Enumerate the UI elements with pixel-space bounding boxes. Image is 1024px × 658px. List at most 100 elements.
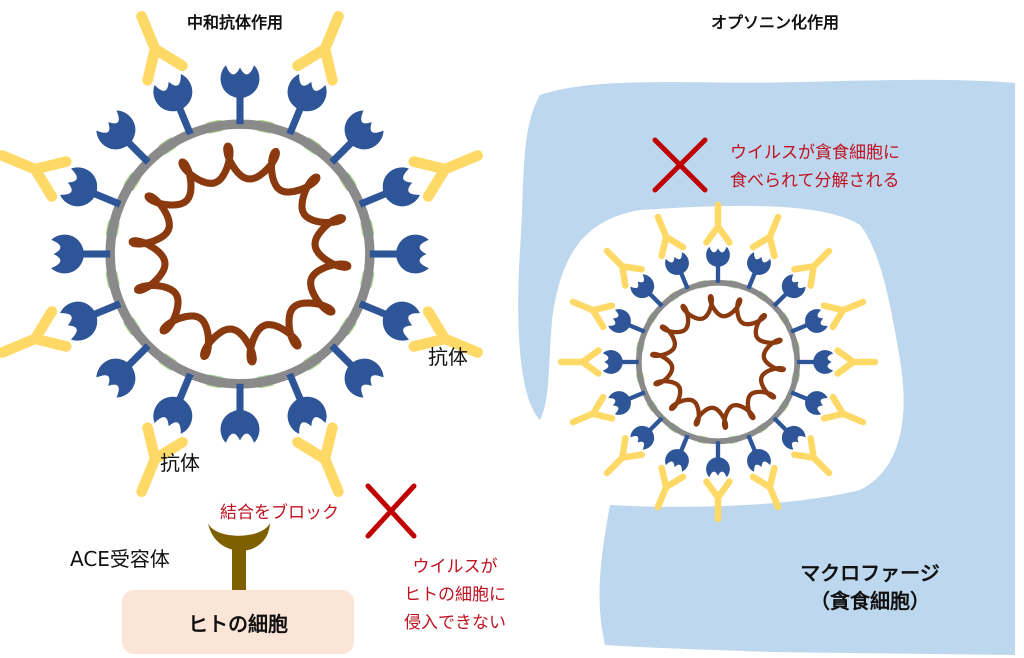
antibody-icon: [749, 464, 782, 511]
spike-head: [51, 234, 85, 274]
antibody-icon: [292, 422, 344, 497]
spike-protein-icon: [706, 246, 730, 283]
spike-protein-icon: [665, 434, 690, 472]
spike-head: [608, 391, 631, 415]
antibody-shape: [408, 306, 483, 358]
antibody-icon: [820, 393, 867, 426]
phagocytosis-cross-icon: [652, 137, 708, 193]
spike-stalk: [715, 441, 721, 463]
antibody-label-2: 抗体: [160, 451, 200, 475]
antibody-icon: [557, 347, 602, 377]
antibody-icon: [820, 298, 867, 331]
spike-head: [706, 246, 730, 267]
virus-rna: [128, 142, 352, 366]
antibody-shape: [654, 464, 687, 511]
spike-protein-icon: [220, 383, 260, 443]
spike-protein-icon: [60, 167, 122, 208]
spike-head: [96, 110, 136, 150]
spike-head: [153, 74, 193, 112]
macrophage-label-line-1: マクロファージ: [800, 561, 940, 585]
virus-envelope: [635, 279, 801, 445]
spike-protein-icon: [153, 74, 194, 136]
right-note-line-2: 食べられて分解される: [730, 171, 900, 191]
antibody-shape: [0, 150, 72, 202]
spike-head: [608, 309, 631, 333]
block-cross-icon: [365, 483, 417, 539]
spike-head: [220, 409, 260, 443]
spike-protein-icon: [220, 65, 260, 125]
spike-head: [96, 358, 136, 398]
spike-protein-icon: [608, 390, 646, 415]
spike-head: [805, 391, 828, 415]
spike-head: [706, 457, 730, 478]
spike-protein-icon: [60, 300, 122, 341]
receptor-label: ACE受容体: [70, 547, 170, 571]
spike-head: [153, 396, 193, 434]
antibody-shape: [603, 247, 645, 289]
spike-head: [344, 358, 384, 398]
antibody-shape: [703, 201, 733, 246]
antibody-shape: [749, 464, 782, 511]
spike-head: [60, 301, 98, 341]
antibody-shape: [136, 422, 188, 497]
antibody-icon: [292, 11, 344, 86]
macrophage-body: [518, 79, 1015, 655]
spike-head: [382, 301, 420, 341]
antibody-icon: [791, 247, 833, 289]
spike-head: [344, 110, 384, 150]
virus-left: [0, 11, 483, 497]
spike-head: [781, 274, 806, 299]
spike-protein-icon: [153, 372, 194, 434]
antibody-icon: [0, 306, 72, 358]
antibody-shape: [0, 306, 72, 358]
spike-head: [382, 167, 420, 207]
antibody-shape: [820, 298, 867, 331]
spike-head: [602, 350, 623, 374]
antibody-shape: [603, 435, 645, 477]
antibody-shape: [136, 11, 188, 86]
spike-head: [665, 252, 689, 275]
spike-head: [781, 425, 806, 450]
antibody-shape: [292, 422, 344, 497]
antibody-icon: [834, 347, 879, 377]
spike-head: [747, 252, 771, 275]
antibody-icon: [569, 298, 616, 331]
spike-protein-icon: [706, 441, 730, 478]
antibody-icon: [749, 213, 782, 260]
antibody-icon: [0, 150, 72, 202]
spike-protein-icon: [772, 274, 806, 308]
human-cell: [122, 590, 354, 654]
ace-receptor-icon: [208, 523, 270, 593]
spike-protein-icon: [746, 434, 771, 472]
spike-head: [813, 350, 834, 374]
left-note-line-2: ヒトの細胞に: [404, 585, 506, 605]
spike-protein-icon: [630, 416, 664, 450]
spike-head: [630, 425, 655, 450]
antibody-shape: [292, 11, 344, 86]
antibody-shape: [834, 347, 879, 377]
antibody-icon: [703, 201, 733, 246]
antibody-shape: [820, 393, 867, 426]
antibody-shape: [569, 298, 616, 331]
macrophage-label-line-2: （貪食細胞）: [810, 589, 930, 613]
antibody-icon: [654, 464, 687, 511]
antibody-shape: [557, 347, 602, 377]
block-label: 結合をブロック: [220, 502, 339, 523]
spike-head: [287, 396, 327, 434]
spike-head: [60, 167, 98, 207]
spike-head: [395, 234, 429, 274]
antibody-shape: [749, 213, 782, 260]
spike-protein-icon: [358, 167, 420, 208]
spike-protein-icon: [602, 350, 639, 374]
left-title: 中和抗体作用: [187, 13, 283, 32]
antibody-icon: [703, 478, 733, 523]
spike-protein-icon: [96, 110, 151, 165]
spike-protein-icon: [51, 234, 111, 274]
antibody-shape: [791, 247, 833, 289]
virus-rna: [650, 294, 786, 430]
spike-protein-icon: [329, 110, 384, 165]
antibody-shape: [408, 150, 483, 202]
antibody-shape: [703, 478, 733, 523]
spike-head: [220, 65, 260, 99]
